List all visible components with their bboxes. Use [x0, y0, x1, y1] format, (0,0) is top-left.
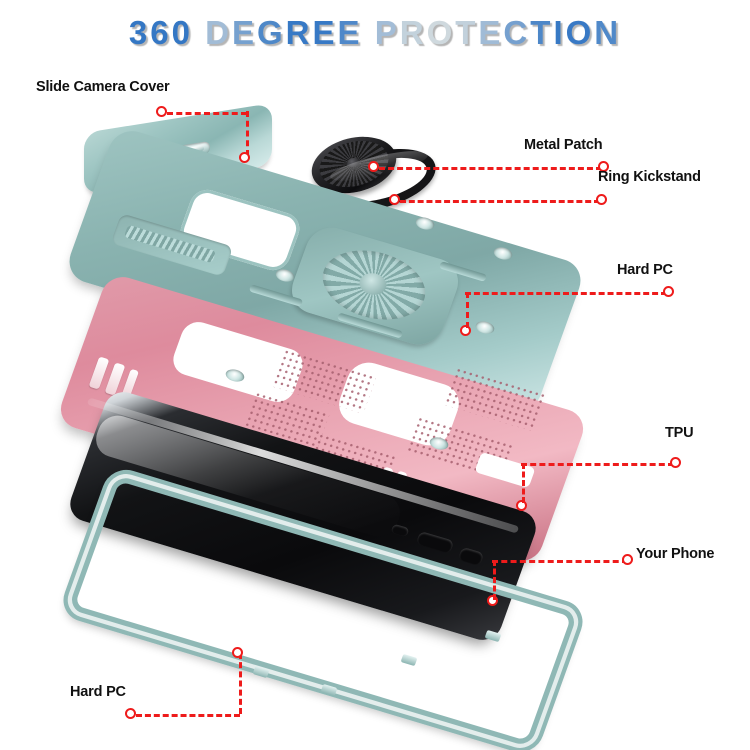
title-char [193, 12, 205, 54]
title-char: O [565, 14, 595, 51]
title-char: E [478, 14, 504, 51]
label-slide-camera-cover: Slide Camera Cover [36, 79, 170, 95]
callout-line-hard-pc-top-v [465, 292, 469, 328]
callout-dot-slide-camera-cover-start[interactable] [156, 106, 167, 117]
title-char: E [231, 14, 257, 51]
callout-dot-metal-patch-start[interactable] [368, 161, 379, 172]
callout-line-your-phone-v [492, 560, 496, 600]
label-your-phone: Your Phone [636, 546, 715, 562]
label-ring-kickstand: Ring Kickstand [598, 169, 701, 185]
title-char: D [205, 14, 232, 51]
label-hard-pc-bottom: Hard PC [70, 684, 126, 700]
title-char: I [553, 14, 566, 51]
callout-dot-hard-pc-top-end[interactable] [663, 286, 674, 297]
callout-dot-tpu-end[interactable] [670, 457, 681, 468]
label-tpu: TPU [665, 425, 694, 441]
title-char: T [530, 14, 554, 51]
callout-dot-your-phone-end[interactable] [622, 554, 633, 565]
callout-dot-ring-kickstand-start[interactable] [389, 194, 400, 205]
title-char: 0 [171, 14, 193, 51]
title-char: N [594, 14, 622, 51]
callout-line-hard-pc-top-h [465, 292, 667, 295]
callout-line-metal-patch [379, 166, 602, 170]
callout-line-hard-pc-bottom-v [238, 653, 242, 714]
title-char [363, 12, 375, 54]
label-metal-patch: Metal Patch [524, 137, 603, 153]
callout-line-ring-kickstand [400, 199, 600, 203]
title-char: 6 [150, 14, 172, 51]
callout-line-your-phone-h [492, 560, 628, 563]
title-char: C [503, 14, 531, 51]
callout-line-slide-camera-cover-v [245, 111, 249, 156]
callout-line-slide-camera-cover-h [167, 111, 247, 115]
callout-dot-hard-pc-bottom-start[interactable] [125, 708, 136, 719]
title-char: T [455, 14, 479, 51]
callout-line-tpu-h [521, 463, 674, 466]
callout-dot-slide-camera-cover-end[interactable] [239, 152, 250, 163]
title-char: R [399, 14, 427, 51]
title-char: R [285, 14, 313, 51]
callout-line-tpu-v [521, 463, 525, 503]
title-char: 3 [128, 14, 151, 51]
callout-dot-ring-kickstand-end[interactable] [596, 194, 607, 205]
callout-dot-metal-patch-end[interactable] [598, 161, 609, 172]
title-char: E [337, 14, 363, 51]
label-hard-pc-top: Hard PC [617, 262, 673, 278]
callout-dot-hard-pc-bottom-end[interactable] [232, 647, 243, 658]
title-char: G [256, 14, 286, 51]
title-char: E [312, 14, 338, 51]
title-char: P [374, 14, 400, 51]
page-title: 360 DEGREE PROTECTION [0, 12, 750, 54]
title-char: O [426, 14, 456, 51]
callout-line-hard-pc-bottom-h [136, 713, 240, 717]
part-hard-pc-front-bumper [56, 464, 589, 750]
